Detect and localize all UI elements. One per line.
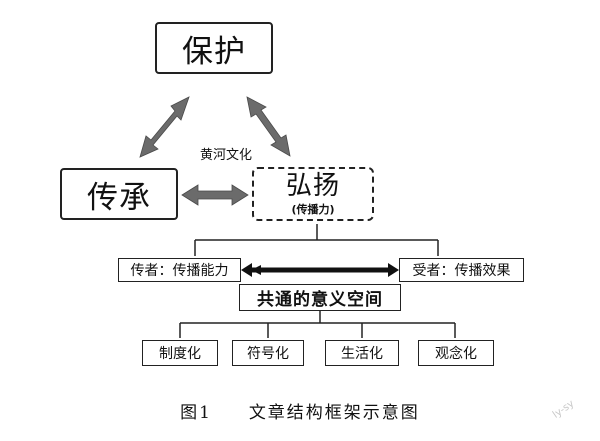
receiver-label: 受者：传播效果 (412, 263, 511, 279)
arrow-protect-promote (246, 96, 291, 157)
shared-meaning-space-box: 共通的意义空间 (239, 284, 401, 311)
protect-label: 保护 (182, 33, 246, 70)
figure-caption: 图1 文章结构框架示意图 (0, 398, 600, 423)
leaf-box-symbolization: 符号化 (232, 340, 304, 366)
leaf-label: 生活化 (341, 346, 383, 362)
promote-sub-label: (传播力) (291, 202, 335, 216)
arrow-inherit-promote (181, 184, 249, 206)
leaf-box-daily-life: 生活化 (325, 340, 399, 366)
leaf-box-conceptualization: 观念化 (418, 340, 494, 366)
figure-number: 图1 (180, 403, 212, 423)
promote-box: 弘扬 (传播力) (252, 167, 374, 221)
inherit-box: 传承 (60, 168, 178, 220)
shared-meaning-space-label: 共通的意义空间 (257, 290, 383, 310)
leaf-label: 观念化 (435, 346, 477, 362)
promote-label: 弘扬 (285, 170, 340, 201)
arrow-protect-inherit (139, 96, 190, 158)
inherit-label: 传承 (87, 179, 151, 216)
leaf-box-institutionalization: 制度化 (142, 340, 218, 366)
sender-label: 传者：传播能力 (130, 263, 229, 279)
arrow-sender-receiver-head-left (241, 263, 252, 277)
protect-box: 保护 (155, 22, 273, 74)
yellow-river-culture-label: 黄河文化 (200, 148, 253, 163)
leaf-label: 制度化 (159, 346, 201, 362)
arrow-sender-receiver-head-right (388, 263, 399, 277)
figure-title: 文章结构框架示意图 (248, 403, 420, 423)
receiver-box: 受者：传播效果 (399, 258, 524, 282)
sender-box: 传者：传播能力 (118, 258, 241, 282)
leaf-label: 符号化 (247, 346, 289, 362)
